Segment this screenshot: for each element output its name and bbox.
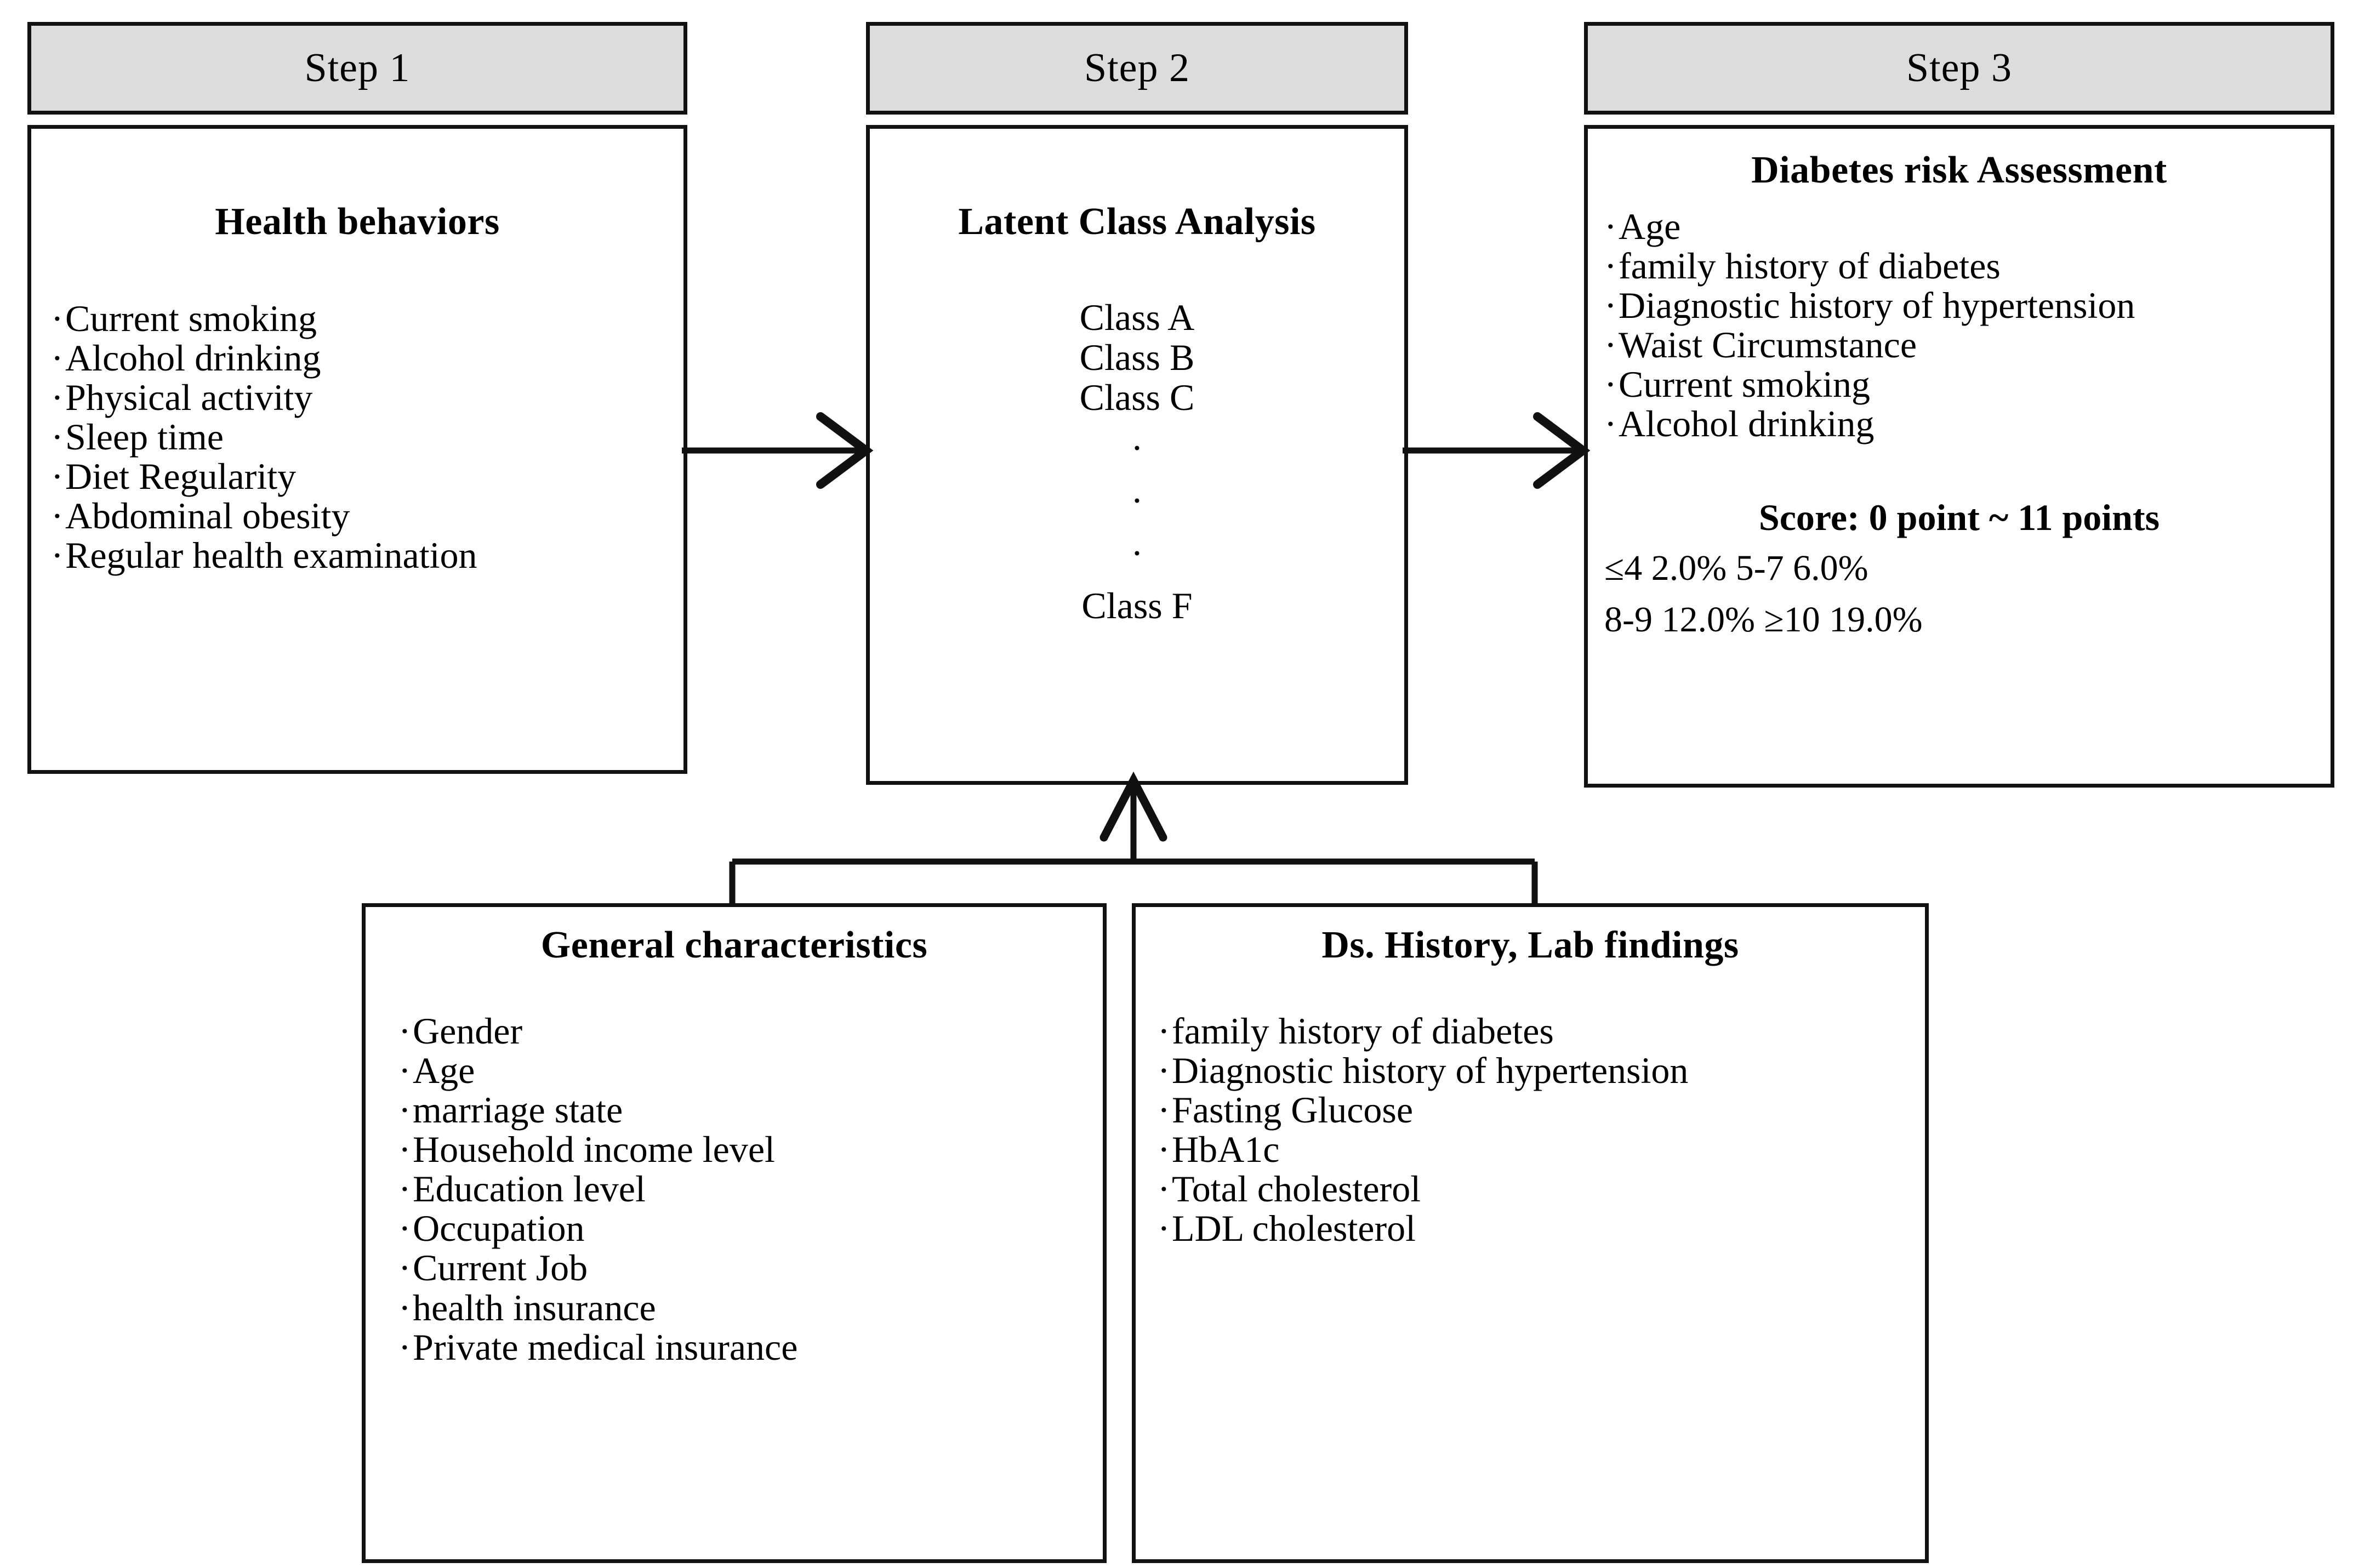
- bullet-dot-icon: ·: [1158, 1207, 1170, 1250]
- general-characteristics-title: General characteristics: [540, 924, 928, 966]
- bullet-dot-icon: ·: [1604, 284, 1617, 327]
- step3-header: Step 3: [1584, 22, 2334, 115]
- class-label: Class B: [1079, 336, 1195, 378]
- score-title: Score: 0 point ~ 11 points: [1758, 497, 2160, 539]
- list-item: ·Age: [1604, 206, 1681, 247]
- step1-body: Health behaviors ·Current smoking ·Alcoh…: [27, 125, 687, 774]
- bullet-dot-icon: ·: [51, 495, 64, 537]
- step2-title: Latent Class Analysis: [958, 201, 1316, 243]
- list-item: ·marriage state: [398, 1089, 623, 1131]
- arrow-step1-to-step2: [682, 412, 874, 489]
- step1-title: Health behaviors: [215, 201, 500, 243]
- bullet-dot-icon: ·: [1604, 403, 1617, 445]
- bullet-dot-icon: ·: [398, 1089, 411, 1131]
- ds-history-lab-findings-title: Ds. History, Lab findings: [1321, 924, 1739, 966]
- class-label: Class A: [1079, 297, 1195, 338]
- list-item: ·Current Job: [398, 1247, 588, 1289]
- step1-header: Step 1: [27, 22, 687, 115]
- list-item: ·family history of diabetes: [1158, 1010, 1554, 1052]
- bullet-dot-icon: ·: [51, 337, 64, 379]
- step1-header-label: Step 1: [304, 45, 411, 90]
- list-item: ·Current smoking: [51, 298, 317, 339]
- list-item: ·Education level: [398, 1168, 646, 1210]
- bullet-dot-icon: ·: [1158, 1089, 1170, 1131]
- step2-header: Step 2: [866, 22, 1408, 115]
- step2-body: Latent Class Analysis Class A Class B Cl…: [866, 125, 1408, 785]
- step3-item-list: ·Age ·family history of diabetes ·Diagno…: [1604, 206, 2331, 445]
- list-item: ·Regular health examination: [51, 534, 477, 577]
- list-item: ·Waist Circumstance: [1604, 324, 1917, 366]
- ellipsis-dot: ·: [1131, 427, 1143, 469]
- bullet-dot-icon: ·: [398, 1168, 411, 1210]
- bullet-dot-icon: ·: [1158, 1050, 1170, 1092]
- list-item: ·family history of diabetes: [1604, 245, 2001, 287]
- bracket-inputs-to-step2: [729, 771, 1538, 905]
- bullet-dot-icon: ·: [51, 534, 64, 577]
- bullet-dot-icon: ·: [51, 416, 64, 458]
- step1-item-list: ·Current smoking ·Alcohol drinking ·Phys…: [51, 299, 683, 575]
- list-item: ·Diet Regularity: [51, 455, 297, 498]
- bullet-dot-icon: ·: [1158, 1128, 1170, 1171]
- list-item: ·LDL cholesterol: [1158, 1207, 1416, 1250]
- bullet-dot-icon: ·: [398, 1247, 411, 1289]
- bullet-dot-icon: ·: [51, 455, 64, 498]
- list-item: ·Total cholesterol: [1158, 1168, 1421, 1210]
- general-characteristics-box: General characteristics ·Gender ·Age ·ma…: [362, 903, 1107, 1563]
- score-range-line: 8-9 12.0% ≥10 19.0%: [1604, 600, 1923, 640]
- ds-history-lab-findings-list: ·family history of diabetes ·Diagnostic …: [1158, 1011, 1925, 1248]
- bullet-dot-icon: ·: [398, 1128, 411, 1171]
- score-range-line: ≤4 2.0% 5-7 6.0%: [1604, 548, 1868, 589]
- bullet-dot-icon: ·: [1604, 324, 1617, 366]
- list-item: ·Abdominal obesity: [51, 495, 350, 537]
- list-item: ·Current smoking: [1604, 363, 1870, 406]
- list-item: ·Diagnostic history of hypertension: [1604, 284, 2135, 327]
- bullet-dot-icon: ·: [398, 1050, 411, 1092]
- list-item: ·Occupation: [398, 1207, 585, 1250]
- step3-header-label: Step 3: [1906, 45, 2013, 90]
- arrow-step2-to-step3: [1403, 412, 1591, 489]
- step3-title: Diabetes risk Assessment: [1751, 149, 2167, 191]
- general-characteristics-list: ·Gender ·Age ·marriage state ·Household …: [398, 1011, 1103, 1367]
- bullet-dot-icon: ·: [398, 1207, 411, 1250]
- ellipsis-dot: ·: [1131, 532, 1143, 574]
- step2-header-label: Step 2: [1084, 45, 1190, 90]
- list-item: ·Sleep time: [51, 416, 224, 458]
- ellipsis-dot: ·: [1131, 480, 1143, 522]
- bullet-dot-icon: ·: [1604, 245, 1617, 287]
- bullet-dot-icon: ·: [398, 1010, 411, 1052]
- list-item: ·Diagnostic history of hypertension: [1158, 1050, 1689, 1092]
- list-item: ·Alcohol drinking: [1604, 403, 1875, 445]
- bullet-dot-icon: ·: [1604, 363, 1617, 406]
- bullet-dot-icon: ·: [1158, 1010, 1170, 1052]
- list-item: ·Physical activity: [51, 377, 313, 419]
- list-item: ·HbA1c: [1158, 1128, 1280, 1171]
- bullet-dot-icon: ·: [1158, 1168, 1170, 1210]
- ds-history-lab-findings-box: Ds. History, Lab findings ·family histor…: [1132, 903, 1929, 1563]
- list-item: ·Private medical insurance: [398, 1326, 798, 1368]
- bullet-dot-icon: ·: [398, 1326, 411, 1368]
- list-item: ·Household income level: [398, 1128, 775, 1171]
- list-item: ·health insurance: [398, 1286, 656, 1328]
- class-label: Class C: [1079, 376, 1195, 418]
- list-item: ·Fasting Glucose: [1158, 1089, 1414, 1131]
- class-label: Class F: [1081, 585, 1193, 627]
- bullet-dot-icon: ·: [51, 298, 64, 339]
- list-item: ·Age: [398, 1050, 475, 1092]
- bullet-dot-icon: ·: [51, 377, 64, 419]
- bullet-dot-icon: ·: [1604, 206, 1617, 247]
- list-item: ·Alcohol drinking: [51, 337, 321, 379]
- step3-body: Diabetes risk Assessment ·Age ·family hi…: [1584, 125, 2334, 788]
- bullet-dot-icon: ·: [398, 1286, 411, 1328]
- list-item: ·Gender: [398, 1010, 523, 1052]
